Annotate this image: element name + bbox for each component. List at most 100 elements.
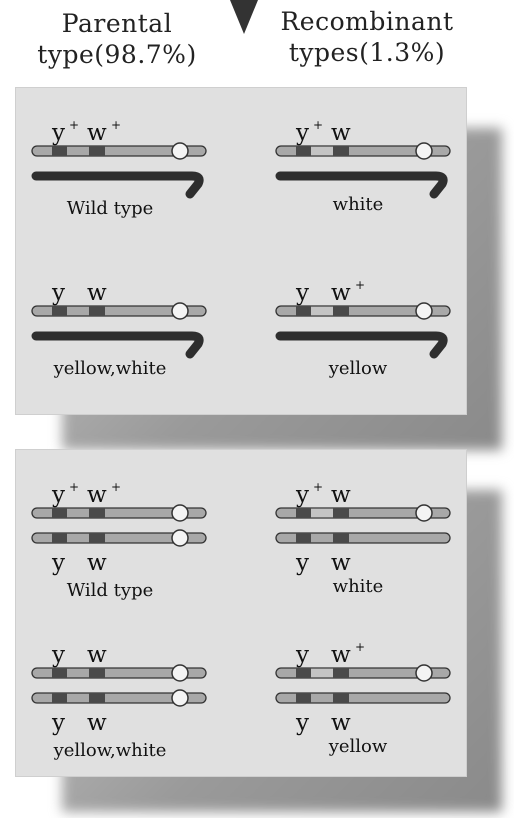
chromosome-arrow <box>31 331 204 359</box>
phenotype-caption: yellow,white <box>53 740 167 761</box>
gene-label-y: y <box>51 710 65 736</box>
centromere <box>171 529 189 547</box>
gene-label-w: w <box>87 120 107 146</box>
chromosome <box>275 532 451 544</box>
gene-label-y: y <box>295 280 309 306</box>
w-locus-band <box>89 146 105 156</box>
gene-label-y: y <box>295 710 309 736</box>
w-locus-band <box>89 693 105 703</box>
gene-label-y: y <box>51 550 65 576</box>
parental-header-line1: Parental <box>61 9 173 38</box>
crossover-segment <box>311 146 333 156</box>
gene-label-y: y <box>51 482 65 508</box>
gene-label-w: w <box>331 710 351 736</box>
chromosome <box>31 692 207 704</box>
chromosome-arrow <box>275 171 448 199</box>
parental-header-line2: type(98.7%) <box>37 40 197 69</box>
w-locus-band <box>89 306 105 316</box>
y-locus-band <box>296 508 311 518</box>
phenotype-caption: yellow <box>328 358 388 379</box>
y-locus-band <box>296 306 311 316</box>
recombinant-header: Recombinant types(1.3%) <box>270 6 464 68</box>
phenotype-caption: yellow,white <box>53 358 167 379</box>
gene-label-w: w <box>331 642 351 668</box>
gene-label-w: w <box>87 710 107 736</box>
crossover-segment <box>311 306 333 316</box>
recombinant-header-line1: Recombinant <box>280 7 454 36</box>
y-locus-band <box>296 146 311 156</box>
w-locus-band <box>89 508 105 518</box>
gene-label-w: w <box>87 482 107 508</box>
gene-label-w: w <box>331 280 351 306</box>
offspring-panel <box>16 88 466 414</box>
centromere <box>415 504 433 522</box>
gene-superscript: + <box>355 278 365 292</box>
phenotype-caption: Wild type <box>67 580 154 601</box>
w-locus-band <box>89 668 105 678</box>
chromosome <box>275 692 451 704</box>
gene-label-y: y <box>295 482 309 508</box>
w-locus-band <box>89 533 105 543</box>
chromosome <box>31 532 207 544</box>
gene-label-w: w <box>331 550 351 576</box>
y-locus-band <box>52 533 67 543</box>
down-arrow-icon <box>230 0 258 34</box>
gene-label-y: y <box>51 280 65 306</box>
gene-label-y: y <box>295 550 309 576</box>
w-locus-band <box>333 508 349 518</box>
gene-label-y: y <box>295 642 309 668</box>
y-locus-band <box>296 668 311 678</box>
chromosome <box>31 305 207 317</box>
parental-header: Parental type(98.7%) <box>26 8 208 70</box>
gene-label-w: w <box>331 482 351 508</box>
y-locus-band <box>296 693 311 703</box>
centromere <box>171 689 189 707</box>
crossover-segment <box>311 668 333 678</box>
gene-superscript: + <box>69 118 79 132</box>
chromosome-arrow <box>31 171 204 199</box>
w-locus-band <box>333 668 349 678</box>
centromere <box>171 302 189 320</box>
gene-label-w: w <box>87 280 107 306</box>
gene-label-w: w <box>87 642 107 668</box>
w-locus-band <box>333 306 349 316</box>
y-locus-band <box>52 508 67 518</box>
y-locus-band <box>52 693 67 703</box>
y-locus-band <box>52 668 67 678</box>
centromere <box>171 664 189 682</box>
phenotype-caption: white <box>333 576 384 597</box>
pairing-panel <box>16 450 466 776</box>
gene-superscript: + <box>313 480 323 494</box>
centromere <box>415 302 433 320</box>
y-locus-band <box>52 146 67 156</box>
gene-label-w: w <box>87 550 107 576</box>
centromere <box>171 504 189 522</box>
centromere <box>415 142 433 160</box>
gene-label-y: y <box>295 120 309 146</box>
gene-label-y: y <box>51 642 65 668</box>
gene-superscript: + <box>313 118 323 132</box>
gene-label-w: w <box>331 120 351 146</box>
chromosome-arrow <box>275 331 448 359</box>
y-locus-band <box>52 306 67 316</box>
chromosome <box>31 507 207 519</box>
chromosome <box>31 145 207 157</box>
w-locus-band <box>333 693 349 703</box>
phenotype-caption: Wild type <box>67 198 154 219</box>
centromere <box>415 664 433 682</box>
centromere <box>171 142 189 160</box>
gene-superscript: + <box>111 480 121 494</box>
crossover-segment <box>311 508 333 518</box>
w-locus-band <box>333 146 349 156</box>
phenotype-caption: white <box>333 194 384 215</box>
phenotype-caption: yellow <box>328 736 388 757</box>
gene-superscript: + <box>69 480 79 494</box>
y-locus-band <box>296 533 311 543</box>
w-locus-band <box>333 533 349 543</box>
gene-superscript: + <box>355 640 365 654</box>
recombinant-header-line2: types(1.3%) <box>288 38 446 67</box>
chromosome <box>31 667 207 679</box>
gene-label-y: y <box>51 120 65 146</box>
gene-superscript: + <box>111 118 121 132</box>
